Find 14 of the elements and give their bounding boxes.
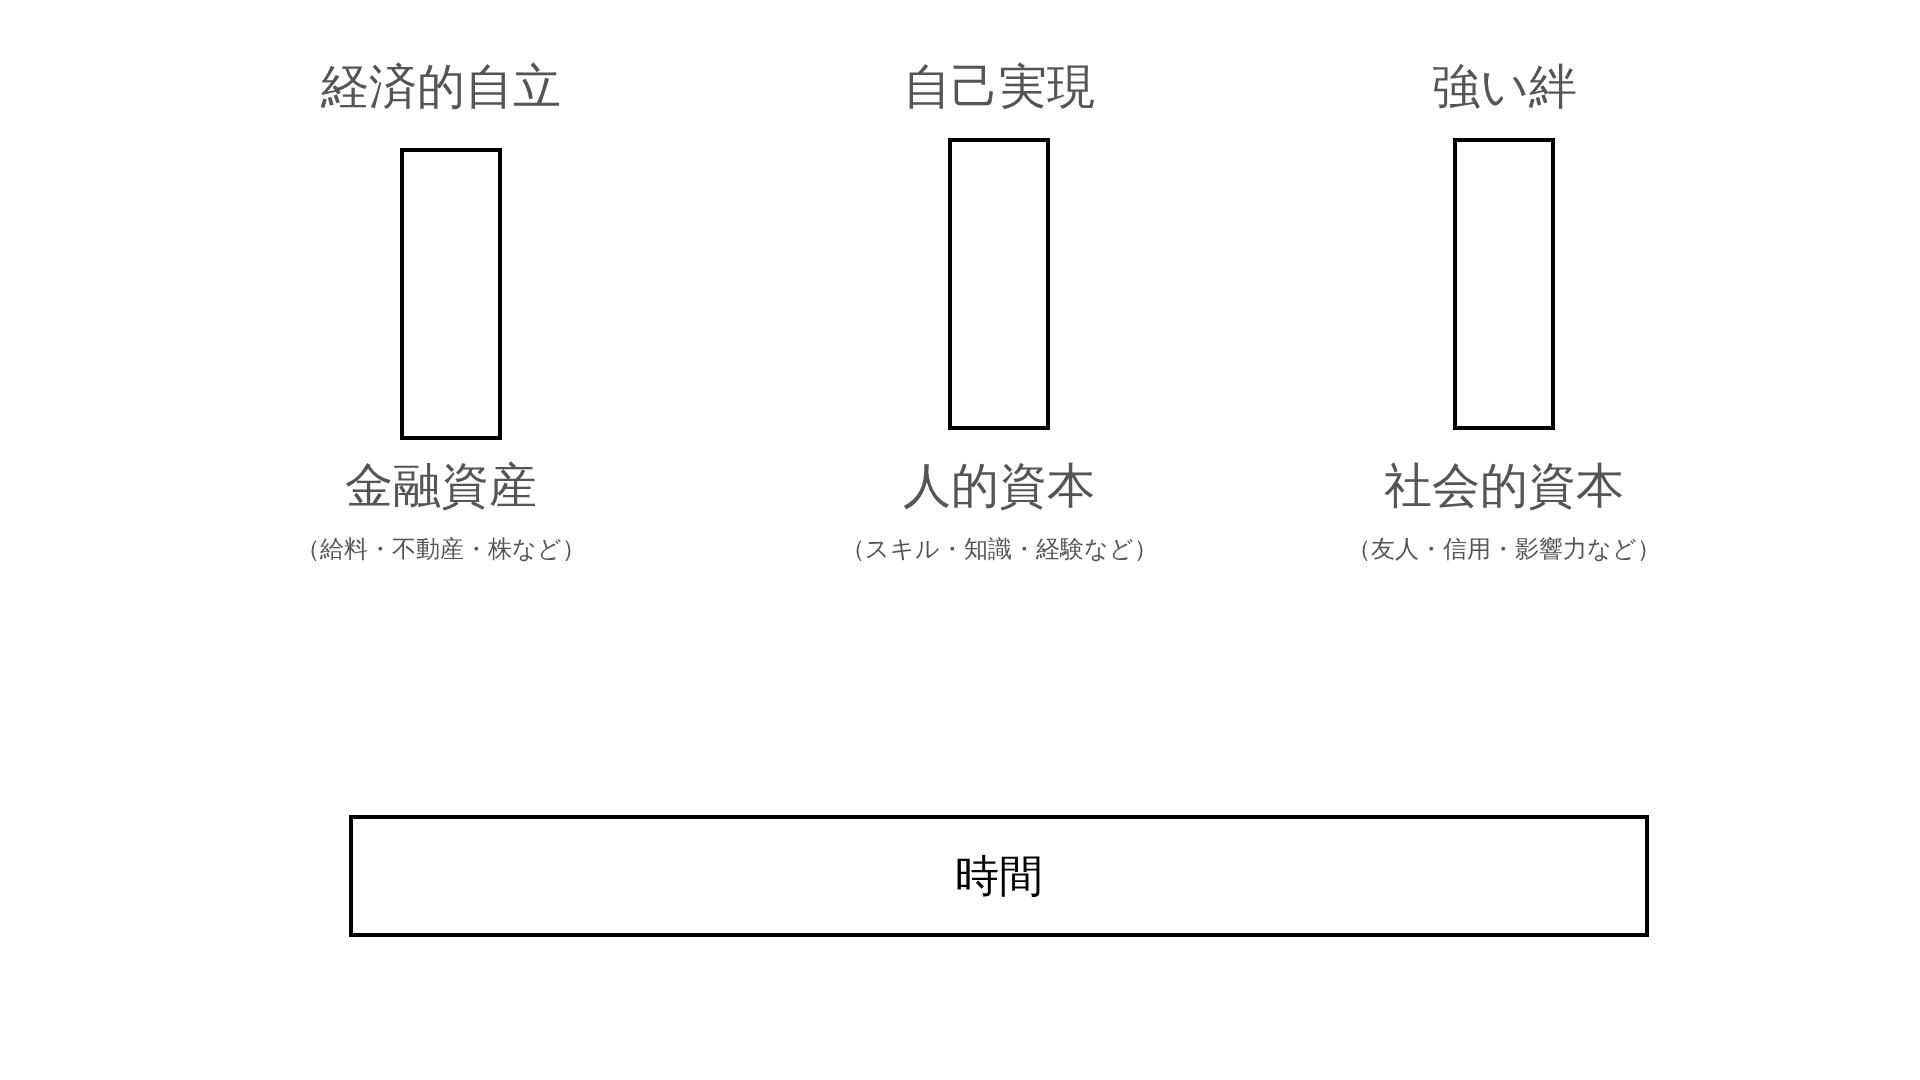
capital-label: 人的資本 [903, 456, 1095, 515]
pillar-box [1453, 138, 1555, 430]
capital-label: 社会的資本 [1384, 456, 1624, 515]
pillar-box [400, 148, 502, 440]
timeline-box [349, 815, 1649, 937]
time-label: 時間 [955, 849, 1043, 903]
goal-heading: 強い絆 [1431, 57, 1577, 116]
pillar-box [948, 138, 1050, 430]
goal-heading: 経済的自立 [321, 57, 561, 116]
goal-heading: 自己実現 [903, 57, 1095, 116]
capital-examples: （スキル・知識・経験など） [840, 534, 1158, 565]
capital-examples: （友人・信用・影響力など） [1347, 534, 1661, 565]
capital-examples: （給料・不動産・株など） [296, 534, 586, 565]
capital-label: 金融資産 [345, 456, 537, 515]
